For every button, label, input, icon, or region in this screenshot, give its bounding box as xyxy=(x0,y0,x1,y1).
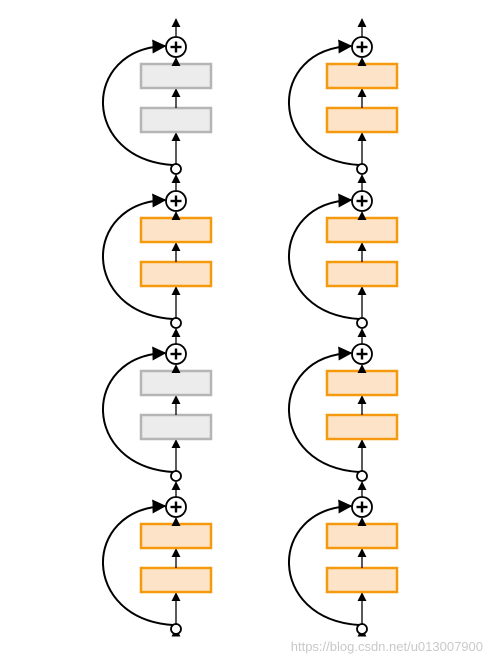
left-column-block-1-layer-2 xyxy=(139,522,213,550)
left-column-block-3-layer-2 xyxy=(139,216,213,244)
left-column-block-1-skip-connection xyxy=(102,499,174,626)
left-column-block-2-layer-2 xyxy=(139,369,213,397)
left-column-block-2-skip-connection xyxy=(102,346,174,473)
right-column-block-1-layer-1 xyxy=(325,566,399,594)
right-column-block-4-layer-2 xyxy=(325,62,399,90)
left-column-block-3-skip-connection xyxy=(102,193,174,320)
right-column-block-2-layer-2 xyxy=(325,369,399,397)
left-column-block-4-layer-1 xyxy=(139,106,213,134)
right-column-block-3-layer-2 xyxy=(325,216,399,244)
right-column-block-4-layer-1 xyxy=(325,106,399,134)
left-column-block-4-layer-2 xyxy=(139,62,213,90)
right-column-block-1-skip-connection xyxy=(288,499,360,626)
right-column-block-1-layer-2 xyxy=(325,522,399,550)
right-column-block-2-skip-connection xyxy=(288,346,360,473)
left-column-block-2-layer-1 xyxy=(139,413,213,441)
right-column-block-4-skip-connection xyxy=(288,39,360,166)
right-column-block-3-layer-1 xyxy=(325,260,399,288)
left-column-block-4-skip-connection xyxy=(102,39,174,166)
left-column-block-3-layer-1 xyxy=(139,260,213,288)
left-column-block-1-layer-1 xyxy=(139,566,213,594)
watermark-text: https://blog.csdn.net/u013007900 xyxy=(290,639,483,654)
right-column-block-3-skip-connection xyxy=(288,193,360,320)
right-column-block-2-layer-1 xyxy=(325,413,399,441)
